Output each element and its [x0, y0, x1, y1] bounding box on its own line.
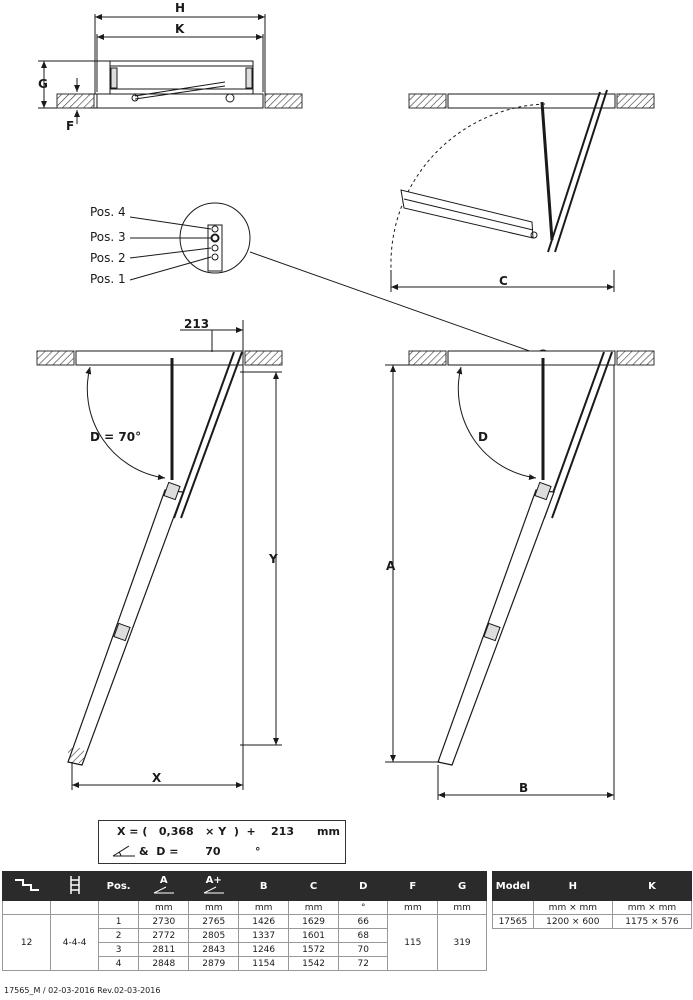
- G-value: 319: [437, 914, 487, 971]
- label-D70: D = 70°: [90, 430, 141, 444]
- label-X: X: [152, 771, 162, 785]
- specs-header-row: Pos. A A+ B C D F G: [1, 871, 487, 901]
- header-B: B: [238, 871, 290, 901]
- steps-value: 12: [1, 914, 52, 971]
- steps-icon: [1, 871, 52, 901]
- label-pos3: Pos. 3: [90, 230, 126, 244]
- label-pos2: Pos. 2: [90, 251, 126, 265]
- label-K: K: [175, 22, 185, 36]
- F-value: 115: [387, 914, 439, 971]
- ladder-diagram: H K G F C Pos. 4 Pos. 3 Pos. 2 Pos. 1 21…: [36, 1, 655, 800]
- model-header-row: Model H K: [492, 871, 693, 901]
- open-ladder-right: [385, 350, 655, 800]
- angle-icon: [112, 845, 135, 857]
- header-Aplus-icon: [203, 886, 224, 894]
- units-row: mm mm mm mm ° mm mm: [1, 900, 487, 915]
- header-Aplus: A+: [188, 871, 240, 901]
- label-Y: Y: [268, 552, 278, 566]
- specs-table: Pos. A A+ B C D F G mm mm mm mm ° mm mm …: [1, 871, 487, 971]
- header-model: Model: [492, 871, 534, 901]
- label-B: B: [519, 781, 528, 795]
- model-table: Model H K mm × mm mm × mm 17565 1200 × 6…: [492, 871, 693, 929]
- label-D: D: [478, 430, 488, 444]
- formula-box: X = ( 0,368 × Y ) + 213 mm & D = 70 °: [98, 820, 346, 864]
- header-A-icon: [153, 886, 174, 894]
- model-units-row: mm × mm mm × mm: [492, 900, 693, 915]
- header-model-K: K: [611, 871, 693, 901]
- opening-view: [390, 89, 655, 292]
- header-A: A: [138, 871, 190, 901]
- table-row: 17565 1200 × 600 1175 × 576: [492, 914, 693, 929]
- header-C: C: [288, 871, 340, 901]
- header-pos: Pos.: [97, 871, 140, 901]
- label-H: H: [175, 1, 185, 15]
- label-G: G: [38, 77, 48, 91]
- open-ladder-left: [36, 320, 283, 790]
- label-pos4: Pos. 4: [90, 205, 126, 219]
- header-model-H: H: [532, 871, 613, 901]
- label-213: 213: [184, 317, 209, 331]
- table-row: 12 4-4-4 1 2730 2765 1426 1629 66 115 31…: [1, 914, 487, 971]
- label-pos1: Pos. 1: [90, 272, 126, 286]
- label-A: A: [386, 559, 396, 573]
- formula-line-1: X = ( 0,368 × Y ) + 213 mm: [117, 825, 340, 838]
- table-row: 3 2811 2843 1246 1572 70: [3, 942, 487, 957]
- header-F: F: [387, 871, 439, 901]
- closed-view: [38, 14, 303, 124]
- sections-value: 4-4-4: [50, 914, 99, 971]
- position-detail: [129, 202, 550, 363]
- formula-line-2: & D = 70 °: [139, 845, 261, 858]
- table-row: 4 2848 2879 1154 1542 72: [3, 956, 487, 971]
- label-F: F: [66, 119, 74, 133]
- header-G: G: [437, 871, 487, 901]
- label-C: C: [499, 274, 508, 288]
- footer-revision: 17565_M / 02-03-2016 Rev.02-03-2016: [4, 986, 161, 995]
- header-D: D: [338, 871, 389, 901]
- ladder-icon: [50, 871, 99, 901]
